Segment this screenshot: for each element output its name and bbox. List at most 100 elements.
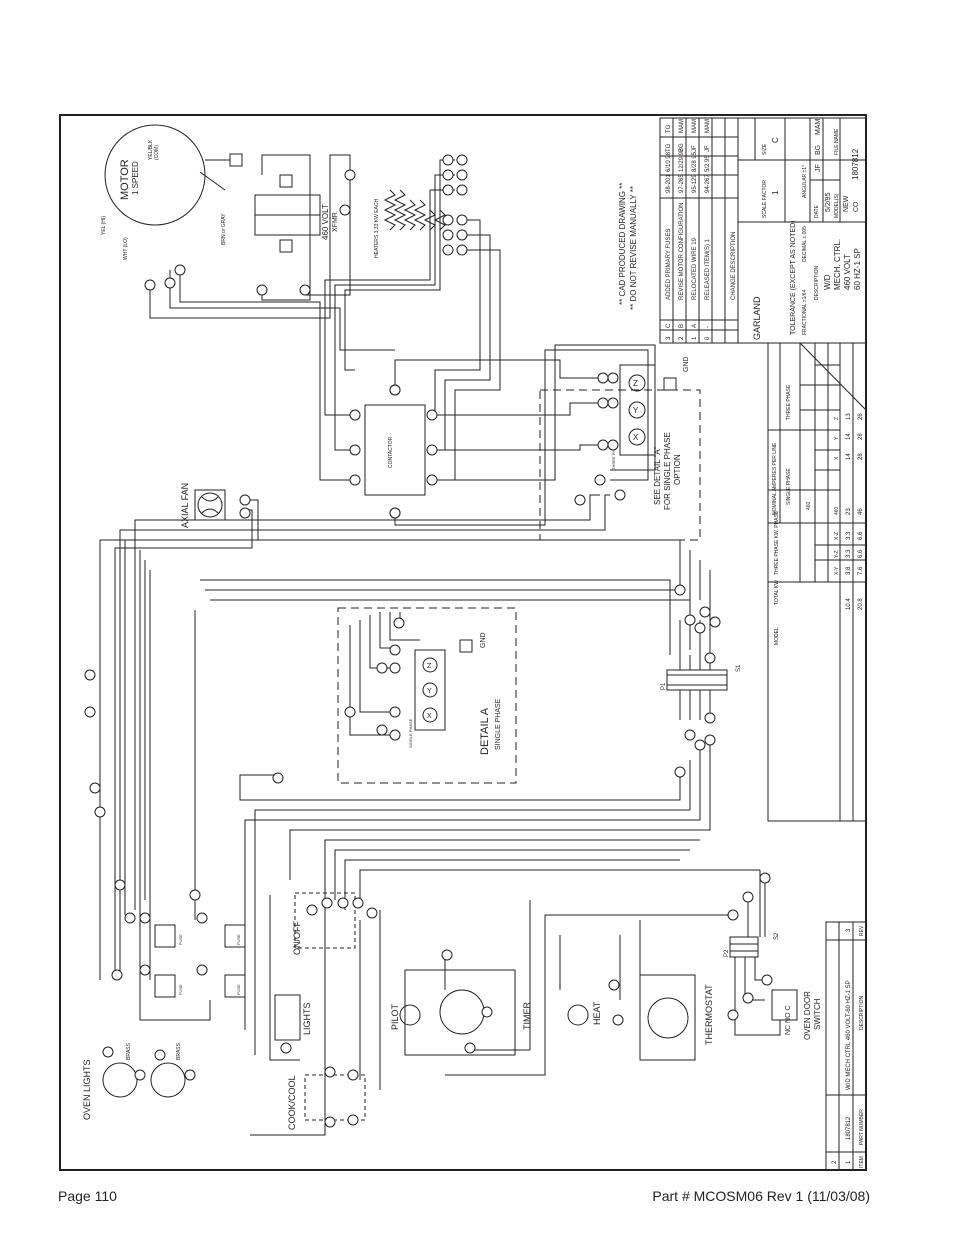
rev-row-3-sym: C	[666, 323, 672, 328]
rev-row-3-desc: ADDED PRIMARY FUSES	[666, 229, 672, 300]
parts-row-1-item: 1	[846, 1160, 852, 1164]
date-label: DATE	[814, 204, 820, 218]
revision-table	[659, 117, 739, 344]
detail-single-phase-small: SINGLE PHASE	[408, 718, 413, 748]
amps-col-xy: X-Y	[834, 566, 840, 575]
fuse-label-4: FUSE	[236, 984, 241, 995]
main-terminal-block	[619, 364, 677, 456]
amps-r2-yz: 6.6	[858, 549, 864, 558]
scale-factor-label: SCALE FACTOR	[762, 180, 768, 218]
contactor-label: CONTACTOR	[388, 436, 394, 468]
parts-header-rev: REV	[859, 925, 865, 936]
amps-r2-kw: 20.8	[858, 598, 864, 610]
oven-lights	[102, 1062, 186, 1098]
description-4: 60 HZ-1 SP	[853, 248, 862, 290]
brand-name: GARLAND	[752, 296, 762, 340]
rev-row-3-dr: TG	[666, 143, 672, 152]
detail-a-subtitle: SINGLE PHASE	[495, 698, 502, 750]
oven-lights-label: OVEN LIGHTS	[82, 1059, 92, 1120]
rev-row-0-desc: RELEASED ITEM(S) 1	[705, 238, 711, 300]
parts-row-1-desc: W/D MECH CTRL 460 VOLT-60 HZ-1 SP	[846, 980, 852, 1090]
terminal-y: Y	[633, 406, 639, 415]
cad-note-1: ** CAD PRODUCED DRAWING **	[618, 183, 627, 305]
rev-row-0-app: MAM	[705, 119, 711, 133]
motor-yel-blk: YEL/BLK	[148, 139, 154, 160]
amps-r2-xz: 6.6	[858, 531, 864, 540]
rev-row-1-desc: RELOCATED WIRE 19	[692, 237, 698, 300]
rev-row-1-sym: A	[692, 324, 698, 328]
amps-three-phase-kw: THREE PHASE KW. PHASE	[774, 510, 780, 575]
fuse-label-2: FUSE	[236, 934, 241, 945]
rev-row-2-sym: B	[679, 324, 685, 328]
amps-col-xz: X-Z	[834, 532, 840, 540]
three-phase-label: THREE PHASE	[611, 441, 616, 470]
cad-note-2: ** DO NOT REVISE MANUALLY **	[629, 186, 638, 310]
app-initials: MAM	[815, 119, 822, 136]
amps-model-label: MODEL	[774, 627, 780, 645]
title-block-text: GARLAND TOLERANCE (EXCEPT AS NOTED) FRAC…	[752, 119, 862, 341]
heat-label: HEAT	[592, 1001, 602, 1025]
axial-fan-label: AXIAL FAN	[180, 483, 190, 528]
s2-label: S2	[774, 932, 780, 940]
scale-factor: 1	[771, 190, 780, 195]
p2-label: P2	[724, 949, 730, 957]
oven-door-label-1: OVEN DOOR	[803, 991, 812, 1040]
rev-row-1-num: 1	[692, 336, 698, 340]
fractional-tol: FRACTIONAL ±1/64	[802, 289, 808, 335]
motor-com: (COM)	[154, 145, 160, 160]
motor-wht-lo: WHT (LO)	[123, 237, 129, 260]
description-2: MECH. CTRL.	[833, 239, 842, 290]
rev-row-2-date: 12/29 97	[679, 148, 685, 172]
amps-r1-x: 14	[846, 453, 852, 460]
models-label: MODEL(S)	[834, 193, 840, 218]
rev-row-2-desc: REVISE MOTOR CONFIGURATION	[679, 203, 685, 300]
rev-row-2-app: MAM	[679, 119, 685, 133]
parts-header-part: PART NUMBER	[859, 1109, 865, 1145]
gnd-label: GND	[683, 356, 690, 372]
rev-row-1-dr: JF	[692, 145, 698, 152]
amps-col-460: 460	[834, 506, 840, 515]
detail-gnd-label: GND	[480, 632, 487, 648]
single-phase-option-label: FOR SINGLE PHASE	[663, 432, 672, 510]
on-off-switch	[294, 892, 356, 949]
parts-row-1-rev: 3	[846, 928, 852, 932]
models-2: CO	[853, 201, 860, 212]
motor-brn-gray: BRN or GRAY	[221, 213, 227, 245]
terminal-z: Z	[633, 379, 638, 388]
parts-header-item: ITEM	[859, 1156, 865, 1168]
file-label: FILE NAME	[834, 128, 840, 155]
detail-a-title: DETAIL A	[479, 707, 491, 755]
rev-row-1-eco: 95-129	[692, 174, 698, 193]
file-value: 1807812	[851, 148, 860, 180]
detail-x: X	[427, 713, 432, 720]
amps-r2-xy: 7.6	[858, 566, 864, 575]
rev-row-0-date: 5/2 95	[705, 155, 711, 172]
tolerance-label: TOLERANCE (EXCEPT AS NOTED)	[790, 221, 797, 336]
oven-door-switch	[771, 989, 798, 1021]
amps-r1-y: 14	[846, 433, 852, 440]
amps-voltage: 460	[806, 501, 812, 510]
rev-row-1-app: MAM	[692, 119, 698, 133]
amps-col-x: X	[834, 456, 840, 460]
amps-col-z: Z	[834, 417, 840, 420]
amps-r1-z: 13	[846, 413, 852, 420]
amps-r1-kw: 10.4	[846, 598, 852, 610]
brass-label-1: BRASS	[126, 1042, 132, 1060]
part-number: Part # MCOSM06 Rev 1 (11/03/08)	[652, 1188, 870, 1204]
fuse-label-3: FUSE	[178, 984, 183, 995]
amps-r1-460: 23	[846, 508, 852, 515]
p1-label: P1	[661, 682, 667, 690]
amps-single-phase: SINGLE PHASE	[786, 468, 792, 505]
terminal-x: X	[633, 433, 639, 442]
timer-label: TIMER	[522, 1002, 532, 1030]
size-value: C	[771, 137, 780, 143]
description-1: W/D	[823, 274, 832, 290]
detail-z: Z	[427, 663, 432, 670]
description-label: DESCRIPTION	[814, 265, 820, 300]
date-value: 5/2/95	[825, 192, 832, 212]
amps-r2-x: 28	[858, 453, 864, 460]
see-detail-label: SEE DETAIL "A"	[653, 446, 662, 505]
revision-rows: ADDED PRIMARY FUSES REVISE MOTOR CONFIGU…	[666, 119, 737, 340]
fuses	[154, 924, 246, 998]
heaters	[383, 189, 446, 231]
